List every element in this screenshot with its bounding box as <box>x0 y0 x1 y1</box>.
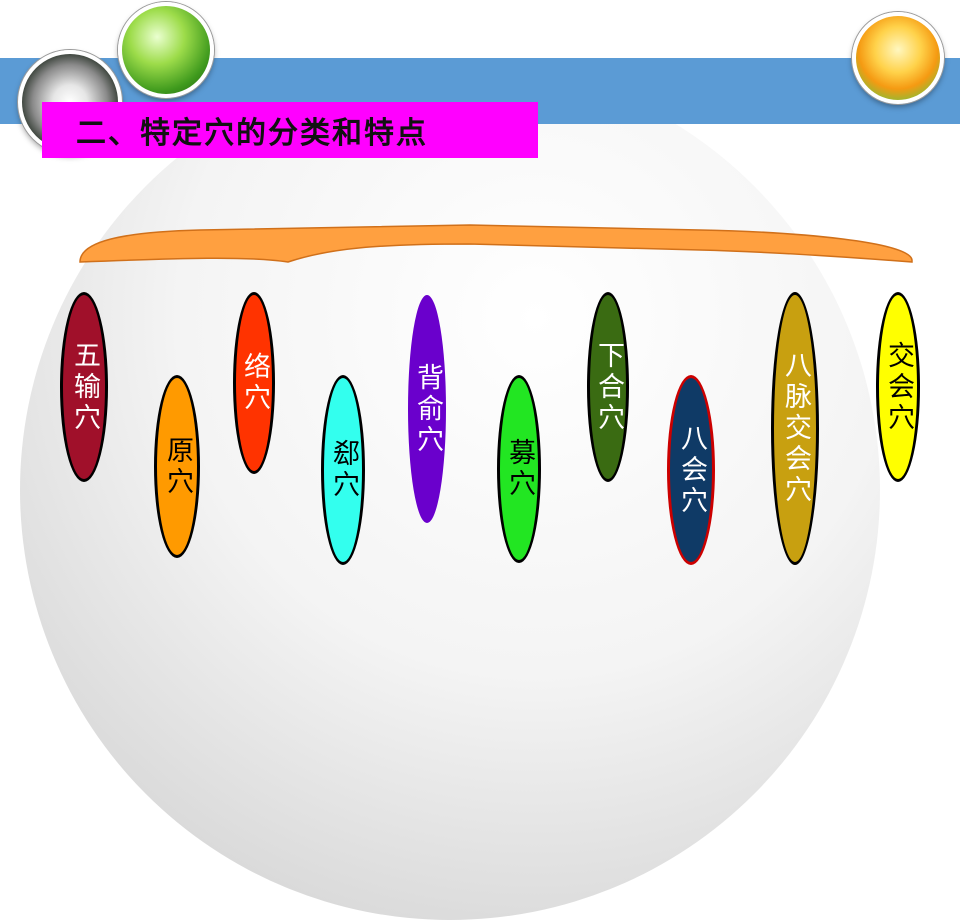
category-label: 络穴 <box>239 352 270 414</box>
tulip-photo-icon <box>852 12 944 104</box>
category-label: 下合穴 <box>593 340 624 434</box>
category-ellipse-wushu: 五输穴 <box>60 292 108 482</box>
category-ellipse-bahui: 八会穴 <box>667 375 715 565</box>
category-ellipse-xi: 郄穴 <box>321 375 365 565</box>
category-label: 八脉交会穴 <box>780 351 811 506</box>
category-label: 原穴 <box>162 435 193 498</box>
category-ellipse-yuan: 原穴 <box>154 375 200 558</box>
category-ellipse-mu: 募穴 <box>497 375 541 563</box>
category-ellipse-jiaohui: 交会穴 <box>876 292 920 482</box>
title-box: 二、特定穴的分类和特点 <box>42 102 538 158</box>
slide-title: 二、特定穴的分类和特点 <box>76 116 428 151</box>
leaf-photo-icon <box>118 2 214 98</box>
category-ellipse-luo: 络穴 <box>233 292 275 474</box>
grouping-brace <box>79 224 913 263</box>
brace-shape <box>79 224 913 263</box>
category-label: 五输穴 <box>69 340 100 434</box>
category-label: 交会穴 <box>883 340 914 434</box>
category-label: 郄穴 <box>328 439 359 501</box>
category-label: 募穴 <box>504 438 535 500</box>
category-ellipse-beishu: 背俞穴 <box>408 295 446 523</box>
category-ellipse-bamai-jiaohui: 八脉交会穴 <box>771 292 819 565</box>
category-ellipse-xiahe: 下合穴 <box>587 292 629 482</box>
category-label: 背俞穴 <box>412 362 443 456</box>
category-label: 八会穴 <box>676 423 707 517</box>
